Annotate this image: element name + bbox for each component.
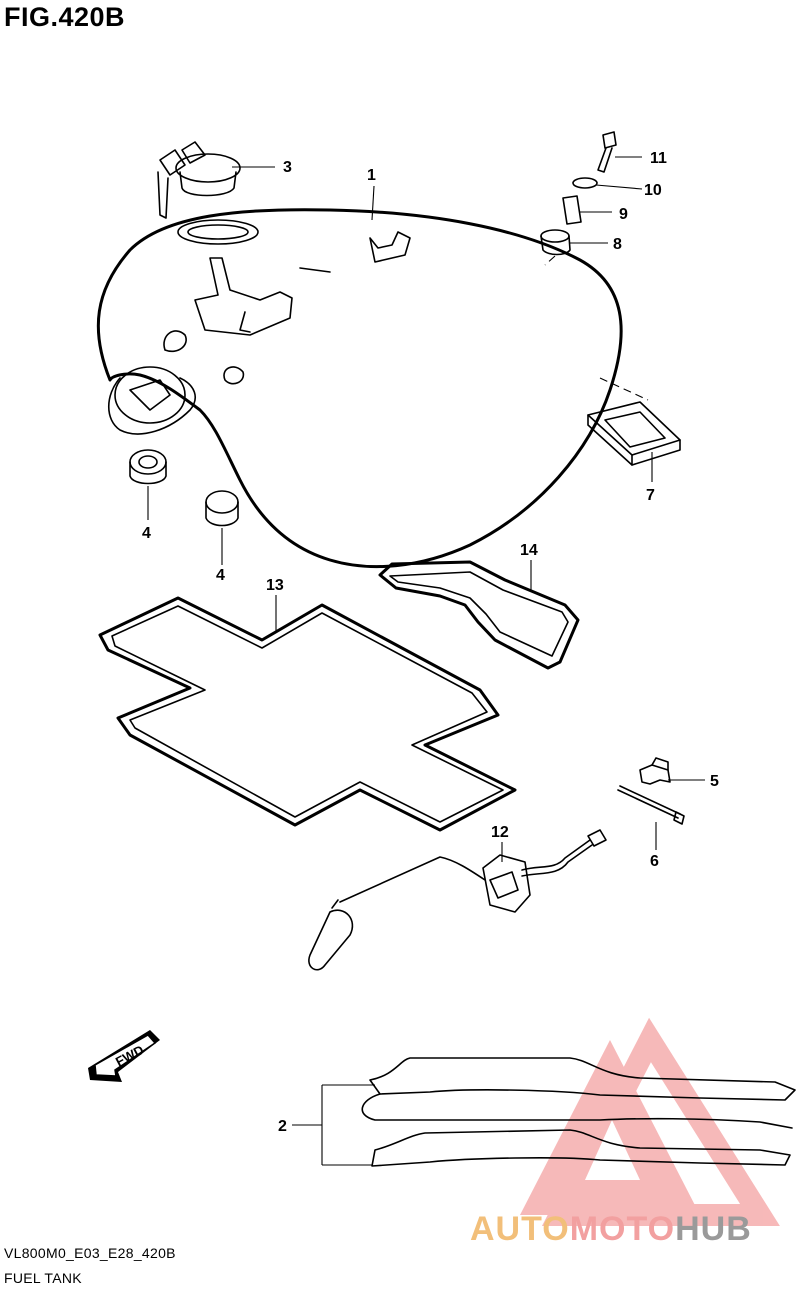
callout-12: 12 [491,824,509,841]
callout-11: 11 [650,150,667,167]
model-code: VL800M0_E03_E28_420B [4,1245,176,1261]
callout-8: 8 [613,236,622,253]
fuel-level-sender-part-12 [308,829,607,971]
grommet-part-4-right [205,490,239,527]
fwd-arrow-icon [88,1030,160,1082]
callout-13: 13 [266,577,284,594]
fuel-cap-part-3 [157,141,241,219]
leader-lines [147,156,705,1166]
grommet-part-4-left [129,449,167,485]
callout-7: 7 [646,487,655,504]
callout-4-left: 4 [142,525,151,542]
callout-2: 2 [278,1118,287,1135]
figure-title: FIG.420B [4,2,126,32]
fuel-tank-part-1 [96,208,623,569]
watermark-moto: MOTO [569,1210,676,1248]
heat-insulator-part-2 [361,1057,796,1167]
bolt-stack-parts-8-11 [540,131,617,266]
fwd-label: FWD [113,1042,146,1069]
tie-strap-part-6 [617,785,685,825]
callout-9: 9 [619,206,628,223]
gasket-part-14 [378,560,580,670]
figure-name: FUEL TANK [4,1270,82,1286]
callout-3: 3 [283,159,292,176]
callout-6: 6 [650,853,659,870]
cross-gasket-part-13 [98,596,517,832]
clamp-part-5 [639,757,671,785]
callout-1: 1 [367,167,376,184]
watermark-logo [520,1017,780,1226]
watermark-text: AUTOMOTOHUB [470,1210,752,1249]
watermark-hub: HUB [675,1210,752,1248]
callout-4-right: 4 [216,567,225,584]
callout-14: 14 [520,542,538,559]
watermark-auto: AUTO [470,1210,570,1248]
callout-10: 10 [644,182,662,199]
callout-5: 5 [710,773,719,790]
rubber-mount-part-7 [587,377,681,466]
